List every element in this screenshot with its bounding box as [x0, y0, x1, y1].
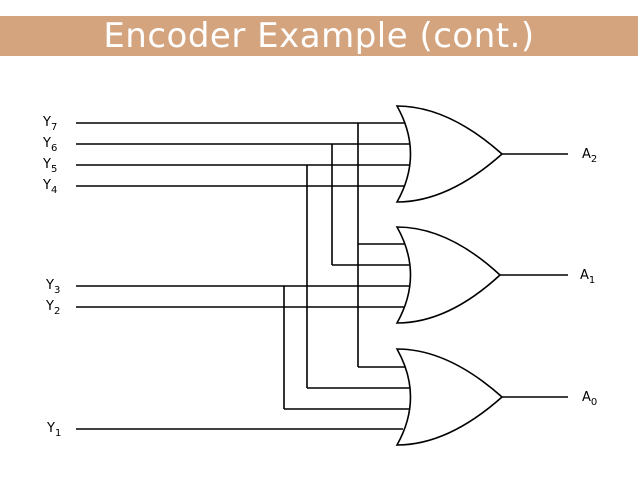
input-label-y1: Y1 [46, 421, 61, 439]
input-label-y5: Y5 [42, 157, 57, 175]
slide-title: Encoder Example (cont.) [103, 16, 535, 56]
or-gate-a0 [395, 348, 504, 446]
input-wires [76, 122, 410, 430]
input-label-y3: Y3 [45, 278, 60, 296]
input-label-y7: Y7 [42, 115, 57, 133]
or-gate-a1 [395, 226, 502, 324]
output-wires [500, 153, 568, 398]
input-label-y2: Y2 [45, 299, 60, 317]
output-label-a0: A0 [582, 390, 597, 408]
output-label-a1: A1 [580, 268, 595, 286]
input-label-y4: Y4 [42, 178, 57, 196]
title-bar: Encoder Example (cont.) [0, 16, 638, 56]
output-label-a2: A2 [582, 147, 597, 165]
input-label-y6: Y6 [42, 136, 57, 154]
or-gate-a2 [395, 105, 504, 203]
tap-wires [283, 123, 410, 410]
